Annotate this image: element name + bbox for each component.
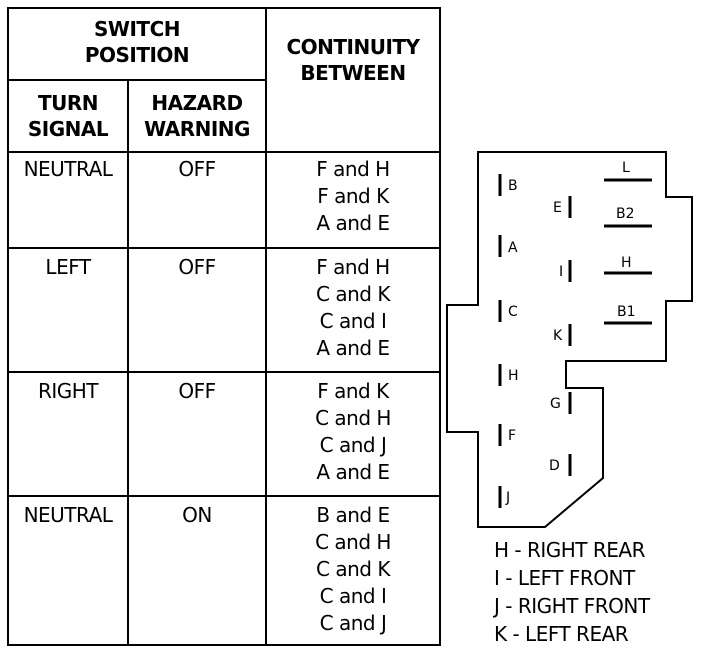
pin-b-label: B — [508, 178, 518, 194]
pin-legend: H - RIGHT REAR I - LEFT FRONT J - RIGHT … — [494, 536, 650, 648]
row4-continuity: B and E C and H C and K C and I C and J — [315, 503, 391, 635]
row2-turn-signal: LEFT — [45, 255, 91, 279]
pin-h-right-label: H — [621, 255, 632, 271]
legend-item: H - RIGHT REAR — [494, 538, 645, 562]
pin-e-label: E — [553, 200, 562, 216]
pin-h-label: H — [508, 368, 519, 384]
pin-i-label: I — [559, 264, 564, 280]
pin-b2-label: B2 — [616, 206, 635, 222]
pin-g-label: G — [550, 396, 561, 412]
row4-turn-signal: NEUTRAL — [23, 503, 113, 527]
header-turn-signal: TURN SIGNAL — [27, 91, 109, 141]
legend-item: J - RIGHT FRONT — [494, 594, 650, 618]
pin-b1-label: B1 — [617, 304, 636, 320]
header-hazard-warning: HAZARD WARNING — [144, 91, 250, 141]
header-continuity-between: CONTINUITY BETWEEN — [286, 35, 420, 85]
pin-f-label: F — [508, 428, 517, 444]
pin-l-label: L — [622, 160, 630, 176]
row3-hazard: OFF — [178, 379, 216, 403]
legend-item: I - LEFT FRONT — [494, 566, 635, 590]
pin-j-label: J — [506, 490, 511, 506]
pin-k-label: K — [553, 328, 563, 344]
row3-continuity: F and K C and H C and J A and E — [315, 379, 391, 484]
pin-d-label: D — [549, 458, 560, 474]
connector-outline — [446, 151, 693, 528]
legend-item: K - LEFT REAR — [494, 622, 629, 646]
row1-continuity: F and H F and K A and E — [316, 157, 390, 235]
pin-a-label: A — [508, 240, 518, 256]
row4-hazard: ON — [182, 503, 212, 527]
row1-turn-signal: NEUTRAL — [23, 157, 113, 181]
row1-hazard: OFF — [178, 157, 216, 181]
row3-turn-signal: RIGHT — [37, 379, 99, 403]
row2-continuity: F and H C and K C and I A and E — [316, 255, 390, 360]
pin-c-label: C — [508, 304, 518, 320]
header-switch-position: SWITCH POSITION — [84, 17, 190, 67]
row2-hazard: OFF — [178, 255, 216, 279]
